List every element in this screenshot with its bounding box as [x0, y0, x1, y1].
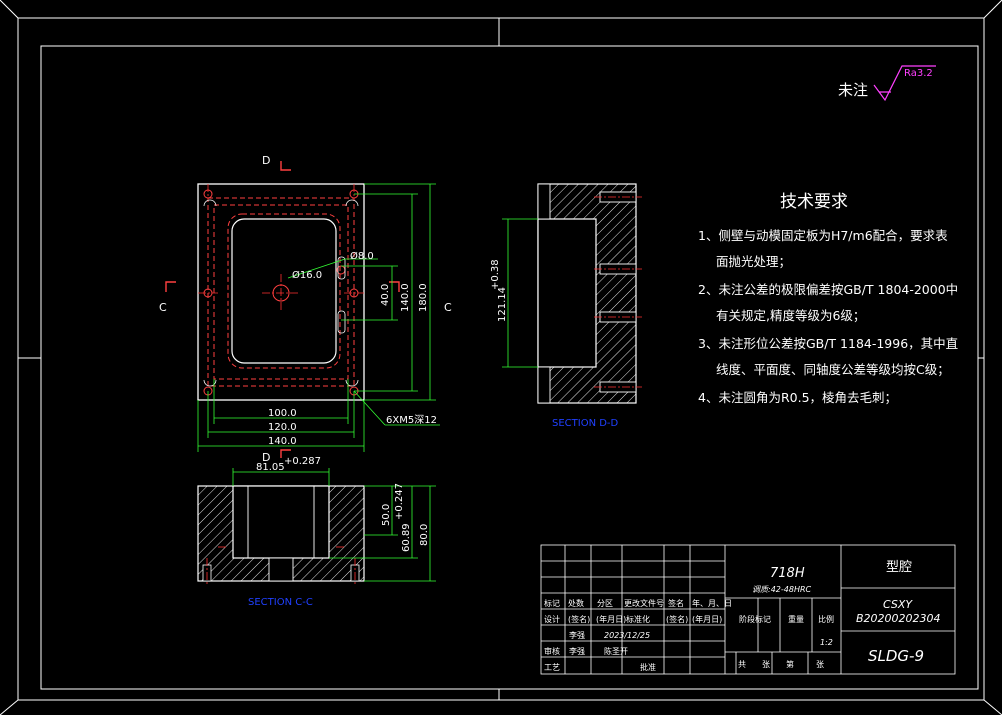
- title-block: 标记 处数 分区 更改文件号 签名 年、月、日 设计 (签名) (年月日) 标准…: [540, 544, 956, 675]
- tb-sheet-total: 共: [738, 660, 746, 669]
- tb-school: CSXY: [883, 598, 913, 611]
- tb-date: 2023/12/25: [604, 631, 650, 640]
- tech-req-line-5: 3、未注形位公差按GB/T 1184-1996，其中直: [698, 336, 958, 351]
- tb-approver: 陈圣开: [604, 646, 628, 656]
- tb-hardness: 调质:42-48HRC: [752, 585, 812, 594]
- tb-weight: 重量: [788, 614, 804, 624]
- section-dd-view: 121.14 +0.38 SECTION D-D: [490, 183, 642, 429]
- tb-date-paren: (年月日): [596, 614, 626, 624]
- tb-approve: 批准: [640, 662, 656, 672]
- top-view-outline: [197, 183, 365, 401]
- cavity-pocket: [231, 218, 337, 364]
- tb-drawing-no: SLDG-9: [868, 647, 924, 665]
- roughness-value: Ra3.2: [904, 68, 933, 79]
- top-view: D D C C Ø8.0: [159, 154, 452, 464]
- dim-cc-width-tol: +0.287: [284, 456, 321, 467]
- roughness-symbol-icon: [873, 65, 936, 102]
- dim-v-40: 40.0: [380, 284, 391, 306]
- tb-material: 718H: [770, 566, 805, 581]
- tech-req-line-3: 2、未注公差的极限偏差按GB/T 1804-2000中: [698, 282, 958, 297]
- dim-cc-width: 81.05: [256, 462, 285, 473]
- label-section-cc: SECTION C-C: [248, 597, 313, 608]
- tb-part-name: 型腔: [886, 560, 912, 575]
- section-cc-view: 81.05 +0.287 50.0 60.89 +0.247 80.0 SECT…: [197, 456, 436, 608]
- tb-stage-mark: 阶段标记: [739, 614, 771, 624]
- tb-ratio: 比例: [818, 614, 834, 624]
- section-mark-c-left: C: [159, 301, 167, 314]
- dim-v-180: 180.0: [418, 283, 429, 312]
- tb-sign-paren-2: (签名): [666, 614, 688, 624]
- tb-change-doc: 更改文件号: [624, 598, 664, 608]
- roughness-note: 未注 Ra3.2: [838, 65, 936, 102]
- technical-requirements: 技术要求 1、侧壁与动模固定板为H7/m6配合，要求表 面抛光处理； 2、未注公…: [698, 192, 958, 405]
- dim-thread: 6XM5深12: [386, 414, 437, 426]
- tech-req-line-1: 1、侧壁与动模固定板为H7/m6配合，要求表: [698, 228, 948, 243]
- tech-req-title: 技术要求: [780, 192, 848, 212]
- tb-sheet-no: 第: [786, 659, 794, 669]
- tb-design: 设计: [544, 614, 560, 624]
- tb-student-id: B20200202304: [856, 612, 941, 625]
- dim-v-140: 140.0: [400, 283, 411, 312]
- tech-req-line-2: 面抛光处理；: [716, 254, 791, 269]
- dim-dia-small: Ø8.0: [350, 250, 374, 262]
- dim-cc-80: 80.0: [419, 524, 430, 546]
- tb-signature: 签名: [668, 598, 684, 608]
- tech-req-line-4: 有关规定,精度等级为6级；: [716, 308, 865, 323]
- tb-craft: 工艺: [544, 663, 560, 672]
- tb-sign-paren: (签名): [568, 614, 590, 624]
- dim-cc-50: 50.0: [381, 504, 392, 526]
- tb-date-paren-2: (年月日): [692, 614, 722, 624]
- tech-req-line-6: 线度、平面度、同轴度公差等级均按C级；: [716, 362, 950, 377]
- tb-scale: 1:2: [820, 638, 833, 647]
- tb-sheet-word: 张: [762, 660, 770, 669]
- roughness-label: 未注: [838, 81, 868, 99]
- tb-ymd: 年、月、日: [692, 598, 732, 608]
- tb-drafter: 李强: [569, 630, 585, 640]
- dim-cc-6089-tol: +0.247: [394, 483, 405, 520]
- tb-count: 处数: [568, 598, 584, 608]
- section-mark-d-top: D: [262, 154, 270, 167]
- section-mark-c-right: C: [444, 301, 452, 314]
- tb-review: 审核: [544, 646, 560, 656]
- label-section-dd: SECTION D-D: [552, 418, 619, 429]
- tb-sheet-word-2: 张: [816, 660, 824, 669]
- section-mark-d-bottom: D: [262, 451, 270, 464]
- dim-dia-center: Ø16.0: [292, 269, 322, 281]
- tb-standardize: 标准化: [626, 614, 650, 624]
- dim-cc-6089: 60.89: [401, 523, 412, 552]
- dim-dd-tol: +0.38: [490, 259, 501, 290]
- dim-h-140: 140.0: [268, 436, 297, 447]
- dim-h-120: 120.0: [268, 422, 297, 433]
- tb-designer: 李强: [569, 646, 585, 656]
- tb-mark: 标记: [544, 598, 560, 608]
- tech-req-line-7: 4、未注圆角为R0.5，棱角去毛刺；: [698, 390, 897, 405]
- tb-zone: 分区: [597, 599, 613, 608]
- dim-dd-height: 121.14: [497, 287, 508, 322]
- dim-h-100: 100.0: [268, 408, 297, 419]
